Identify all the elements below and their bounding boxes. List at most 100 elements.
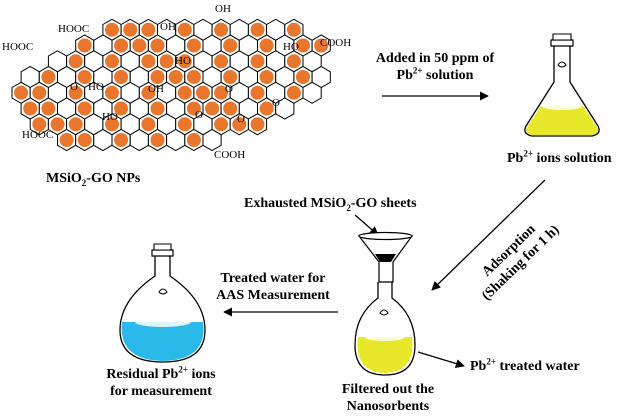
fg-o-1: O	[70, 81, 78, 93]
conical-flask-lead-solution	[524, 33, 600, 137]
fg-hooc-1: HOOC	[2, 41, 33, 53]
nanoparticle-dot	[41, 70, 56, 84]
fg-oh-2: OH	[215, 3, 231, 15]
label-ions-sup: 2+	[523, 148, 533, 159]
nanoparticle-dot	[114, 101, 129, 116]
nanoparticle-dot	[68, 54, 83, 69]
label-filtered-line2: Nanosorbents	[346, 399, 430, 414]
nanoparticle-dot	[223, 38, 238, 53]
fg-ho-1: HO	[283, 41, 299, 53]
nanoparticle-dot	[159, 54, 174, 69]
round-flask-residual	[119, 243, 206, 363]
graphene-hexagon	[166, 128, 186, 152]
fg-o-4: O	[195, 109, 203, 121]
nanoparticle-dot	[59, 133, 74, 147]
nanoparticle-dot	[286, 54, 301, 69]
nanoparticle-dot	[68, 85, 83, 100]
label-exhausted-sheets: Exhausted MSiO2-GO sheets	[244, 195, 417, 212]
fg-oh-1: OH	[160, 21, 176, 33]
fg-hooc-2: HOOC	[58, 23, 89, 35]
fg-o-3: O	[272, 97, 280, 109]
fg-oh-3: OH	[148, 83, 164, 95]
arrow-exhausted-sheets	[354, 214, 379, 236]
label-residual-sup: 2+	[178, 364, 188, 375]
nanoparticle-dot	[250, 117, 265, 132]
label-added-line2-pre: Pb	[396, 68, 413, 83]
nanoparticle-dot	[296, 70, 310, 84]
label-ions-post: ions solution	[532, 151, 612, 166]
label-residual-ions: Residual Pb2+ ions for measurement	[86, 364, 236, 400]
label-residual-post: ions	[187, 367, 216, 382]
nanoparticle-dot	[105, 85, 119, 100]
filter-flask-treated	[354, 282, 416, 376]
label-added-line2: Pb2+ solution	[370, 66, 500, 84]
label-exhausted-post: -GO sheets	[350, 196, 417, 211]
nanoparticle-dot	[286, 22, 301, 37]
nanoparticle-dot	[177, 85, 192, 100]
nanoparticle-dot	[250, 54, 265, 69]
nanoparticle-dot	[259, 38, 274, 53]
nanoparticle-dot	[196, 85, 210, 100]
nanoparticle-dot	[150, 101, 165, 116]
label-filtered-line1: Filtered out the	[341, 382, 435, 397]
label-treated-water: Pb2+ treated water	[470, 357, 580, 375]
graphene-hexagon	[275, 97, 295, 120]
label-nps-suffix: -GO NPs	[86, 171, 141, 186]
nanoparticle-dot	[259, 70, 274, 84]
fg-cooh-2: COOH	[214, 149, 245, 161]
label-msio2-go-nps: MSiO2-GO NPs	[46, 170, 140, 187]
label-ions-solution: Pb2+ ions solution	[507, 148, 612, 167]
label-nps-prefix: MSiO	[46, 171, 82, 186]
nanoparticle-dot	[286, 85, 301, 100]
nanoparticle-dot	[77, 101, 92, 116]
nanoparticle-dot	[150, 133, 165, 147]
nanoparticle-dot	[105, 22, 119, 37]
label-treated-water-post: treated water	[495, 359, 580, 374]
nanoparticle-dot	[168, 70, 183, 84]
nanoparticle-dot	[214, 54, 229, 69]
label-treated-water-pre: Pb	[470, 359, 487, 374]
nanoparticle-dot	[68, 117, 83, 132]
nanoparticle-dot	[141, 85, 156, 100]
filter-funnel	[357, 231, 414, 283]
nanoparticle-dot	[141, 22, 156, 37]
nanoparticle-dot	[77, 70, 92, 84]
nanoparticle-dot	[186, 101, 201, 116]
label-exhausted-pre: Exhausted MSiO	[244, 196, 347, 211]
nanoparticle-dot	[250, 22, 265, 37]
label-ions-pre: Pb	[507, 151, 524, 166]
label-residual-line1: Residual Pb2+ ions	[86, 364, 236, 383]
nanoparticle-dot	[150, 38, 165, 53]
label-added-line2-post: solution	[422, 68, 474, 83]
fg-cooh-1: COOH	[320, 37, 351, 49]
label-treated-water-aas: Treated water for AAS Measurement	[198, 270, 348, 304]
nanoparticle-dot	[132, 38, 147, 53]
nanoparticle-dot	[186, 70, 201, 84]
fg-ho-2: HO	[175, 55, 191, 67]
nanoparticle-dot	[259, 101, 274, 116]
nanoparticle-dot	[214, 85, 229, 100]
fg-o-2: O	[225, 83, 233, 95]
graphene-hexagon	[202, 128, 222, 152]
nanoparticle-dot	[141, 54, 156, 69]
nanoparticle-dot	[114, 133, 129, 147]
nanoparticle-dot	[123, 22, 138, 37]
nanoparticle-dot	[41, 101, 56, 116]
nanoparticle-dot	[150, 70, 165, 84]
nanoparticle-dot	[114, 70, 129, 84]
label-filtered-nanosorbents: Filtered out the Nanosorbents	[323, 381, 453, 415]
nanoparticle-dot	[177, 22, 192, 37]
fg-o-5: O	[237, 113, 245, 125]
label-residual-pre: Residual Pb	[106, 367, 179, 382]
nanoparticle-dot	[223, 101, 238, 116]
nanoparticle-dot	[14, 85, 29, 100]
fg-ho-4: HO	[102, 111, 118, 123]
label-treated-line2: AAS Measurement	[216, 288, 330, 303]
graphene-hexagon	[302, 81, 322, 104]
nanoparticle-dot	[23, 101, 38, 116]
fg-hooc-3: HOOC	[22, 129, 53, 141]
nanoparticle-dot	[250, 85, 265, 100]
nanoparticle-dot	[177, 117, 192, 132]
arrow-adsorption	[431, 179, 546, 291]
